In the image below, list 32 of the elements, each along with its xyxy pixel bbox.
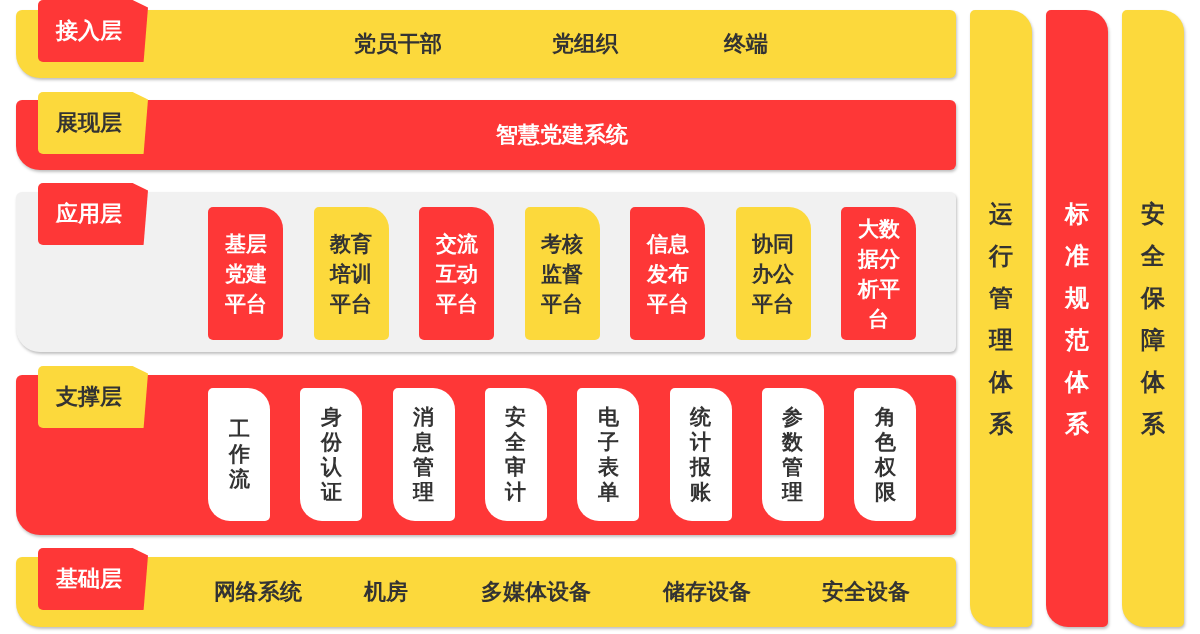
band-text: 党员干部: [354, 30, 442, 58]
band-text: 储存设备: [663, 578, 751, 606]
layer-tab: 展现层: [38, 92, 148, 154]
band-text: 网络系统: [214, 578, 302, 606]
band-text: 智慧党建系统: [496, 121, 628, 149]
module-card: 角色权限: [854, 388, 917, 521]
system-pillar: 运行管理体系: [970, 10, 1032, 627]
module-card: 安全审计: [484, 388, 547, 521]
system-pillar: 安全保障体系: [1122, 10, 1184, 627]
platform-box: 大数据分析平台: [841, 207, 916, 340]
platform-box: 教育培训平台: [313, 207, 389, 340]
platform-box: 考核监督平台: [524, 207, 600, 340]
module-card: 消息管理: [392, 388, 455, 521]
band-text: 多媒体设备: [481, 578, 591, 606]
band-text: 安全设备: [822, 578, 910, 606]
module-card: 电子表单: [577, 388, 640, 521]
system-pillar: 标准规范体系: [1046, 10, 1108, 627]
layer-tab: 接入层: [38, 0, 148, 62]
band-text: 党组织: [552, 30, 618, 58]
module-card: 统计报账: [669, 388, 732, 521]
platform-box: 信息发布平台: [630, 207, 705, 340]
platform-box: 交流互动平台: [419, 207, 494, 340]
module-card: 参数管理: [761, 388, 824, 521]
module-card: 工作流: [208, 388, 270, 521]
module-card: 身份认证: [300, 388, 363, 521]
platform-box: 基层党建平台: [208, 207, 283, 340]
layer-tab: 支撑层: [38, 366, 148, 428]
layer-tab: 基础层: [38, 548, 148, 610]
band-text: 终端: [724, 30, 768, 58]
band-text: 机房: [364, 578, 408, 606]
layer-tab: 应用层: [38, 183, 148, 245]
platform-box: 协同办公平台: [735, 207, 811, 340]
